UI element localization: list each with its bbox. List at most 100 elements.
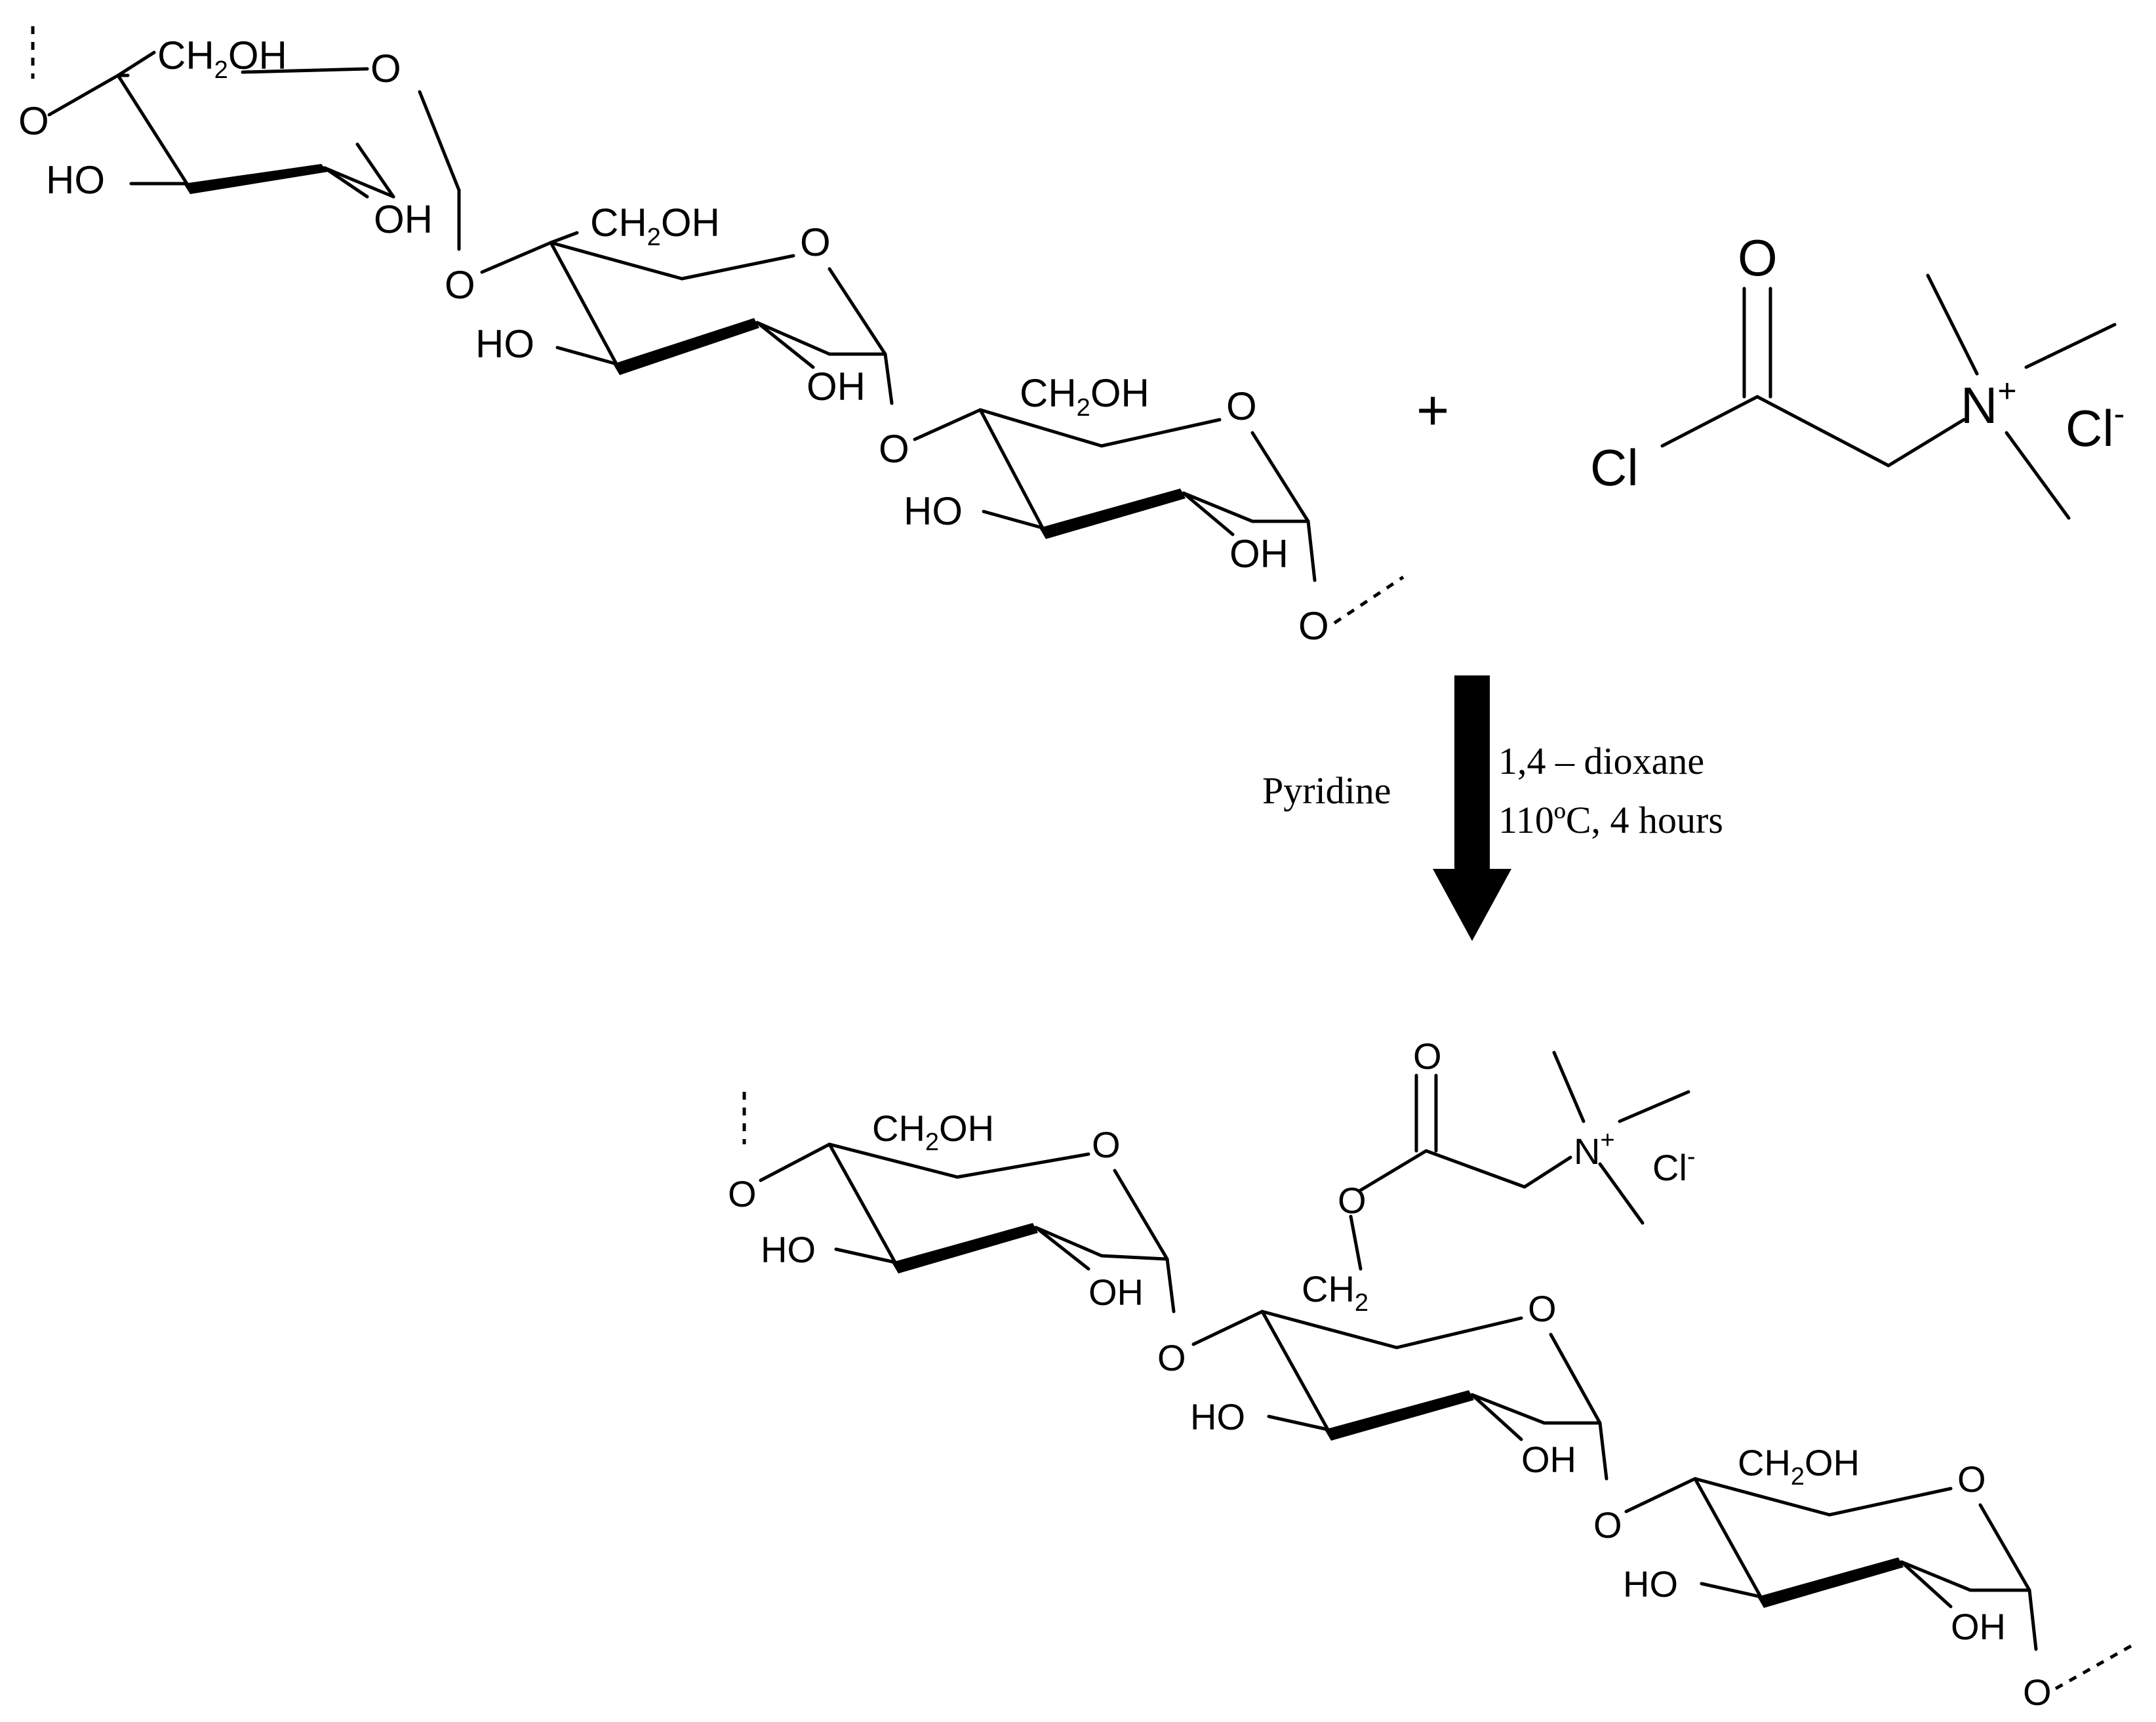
- bond: [1900, 1560, 1953, 1609]
- ch2-label: CH2: [1302, 1268, 1368, 1317]
- wedge-bond: [613, 318, 759, 375]
- product-cationic-starch-chain: O CH2OH O HO OH O: [728, 1035, 2132, 1713]
- ch2oh-label: CH2OH: [157, 33, 287, 84]
- bond: [323, 166, 395, 199]
- condition-temp-time: 110ºC, 4 hours: [1498, 799, 1723, 841]
- bond: [1470, 1393, 1546, 1425]
- bond: [323, 166, 369, 199]
- bond-n-me2: [1618, 1090, 1690, 1123]
- bond: [1598, 1421, 1608, 1481]
- bond: [355, 142, 395, 199]
- bond: [1260, 1310, 1330, 1432]
- arrow-shaft: [1454, 675, 1490, 872]
- bond: [1700, 1582, 1763, 1599]
- bond: [1693, 1477, 1763, 1599]
- oh2-label: OH: [1521, 1439, 1576, 1480]
- bond-ch2-n: [1523, 1155, 1572, 1189]
- product-glucose-unit-2: CH2 O HO OH O O O N+ Cl-: [1190, 1035, 1696, 1546]
- bond: [549, 231, 579, 245]
- bond: [1267, 1414, 1330, 1432]
- bond: [1165, 1257, 1176, 1313]
- bond: [1182, 491, 1235, 536]
- oh3-label: HO: [475, 322, 534, 366]
- bond: [1395, 1316, 1523, 1350]
- bond: [680, 254, 795, 281]
- glycosidic-o: O: [1157, 1337, 1186, 1378]
- bond: [116, 73, 189, 186]
- bond: [883, 352, 894, 405]
- bond: [1100, 418, 1222, 448]
- reaction-arrow: Pyridine 1,4 – dioxane 110ºC, 4 hours: [1262, 675, 1723, 941]
- chlorine: Cl: [1590, 439, 1639, 496]
- wedge-bond: [1039, 489, 1186, 539]
- bond: [1034, 1226, 1090, 1271]
- bond: [978, 408, 1045, 530]
- bond: [1250, 431, 1310, 523]
- condition-solvent: 1,4 – dioxane: [1498, 740, 1704, 782]
- ring-o: O: [1957, 1458, 1986, 1500]
- chain-end-bond: [1333, 575, 1405, 625]
- ring-o: O: [370, 47, 401, 90]
- bond: [116, 50, 156, 77]
- glycosidic-o: O: [879, 427, 909, 471]
- ring-o: O: [1092, 1124, 1121, 1165]
- bond-o-carbonyl: [1359, 1149, 1428, 1192]
- bond: [549, 241, 618, 366]
- bond: [828, 267, 887, 356]
- glucose-unit-2: CH2OH O HO OH O: [475, 201, 909, 471]
- ring-o: O: [1226, 384, 1257, 428]
- reagent-betaine-acyl-chloride: O Cl N+ Cl-: [1590, 229, 2125, 520]
- bond-c-cl: [1660, 395, 1759, 448]
- bond-n-me1: [1926, 273, 1979, 376]
- ring-o: O: [1528, 1288, 1557, 1329]
- bond: [1900, 1560, 1972, 1592]
- bond-n-me1: [1552, 1051, 1586, 1123]
- bond: [47, 73, 120, 117]
- arrow-head: [1433, 869, 1511, 941]
- bond: [1827, 1487, 1953, 1517]
- oh3-label: HO: [1623, 1563, 1678, 1605]
- glycosidic-o: O: [1593, 1504, 1622, 1546]
- glucose-unit-1: CH2OH O HO OH O: [46, 33, 475, 307]
- chloride-counterion: Cl-: [2066, 395, 2125, 457]
- glycosidic-o: O: [445, 263, 475, 307]
- chain-end-o: O: [2023, 1672, 2052, 1713]
- bond-ch2-o: [1349, 1214, 1363, 1271]
- oh2-label: OH: [374, 197, 433, 241]
- bond: [2027, 1588, 2038, 1651]
- glucose-unit-3: CH2OH O HO OH O: [904, 371, 1405, 648]
- wedge-bond: [184, 164, 328, 194]
- bond: [982, 510, 1045, 530]
- bond: [1182, 491, 1254, 523]
- bond: [1624, 1477, 1697, 1513]
- bond-ch2-n: [1886, 418, 1966, 468]
- wedge-bond: [892, 1223, 1038, 1273]
- bond: [755, 321, 831, 356]
- ch2oh-label: CH2OH: [1738, 1442, 1860, 1491]
- oh3-label: HO: [1190, 1396, 1245, 1437]
- bond-n-me3: [1598, 1162, 1645, 1225]
- oh3-label: HO: [46, 158, 105, 202]
- bond: [1034, 1226, 1104, 1258]
- oh2-label: OH: [1951, 1606, 2006, 1647]
- oh3-label: HO: [761, 1229, 816, 1270]
- ammonium-n: N+: [1961, 372, 2017, 434]
- ammonium-n: N+: [1574, 1127, 1615, 1172]
- chain-end-bond: [2054, 1644, 2132, 1691]
- product-glucose-unit-1: CH2OH O HO OH O: [759, 1108, 1186, 1378]
- bond: [913, 408, 982, 441]
- bond: [834, 1247, 897, 1264]
- bond: [480, 241, 553, 274]
- bond: [1113, 1169, 1169, 1261]
- oh2-label: OH: [807, 365, 866, 409]
- ring-o: O: [800, 220, 831, 264]
- carbonyl-o: O: [1413, 1035, 1442, 1077]
- bond: [755, 321, 815, 369]
- chain-start-o: O: [18, 99, 49, 143]
- bond: [1100, 1254, 1169, 1261]
- carbonyl-o: O: [1738, 229, 1778, 287]
- bond-n-me2: [2024, 323, 2117, 369]
- ch2oh-label: CH2OH: [1020, 371, 1149, 422]
- bond-carbonyl-ch2: [1424, 1149, 1527, 1189]
